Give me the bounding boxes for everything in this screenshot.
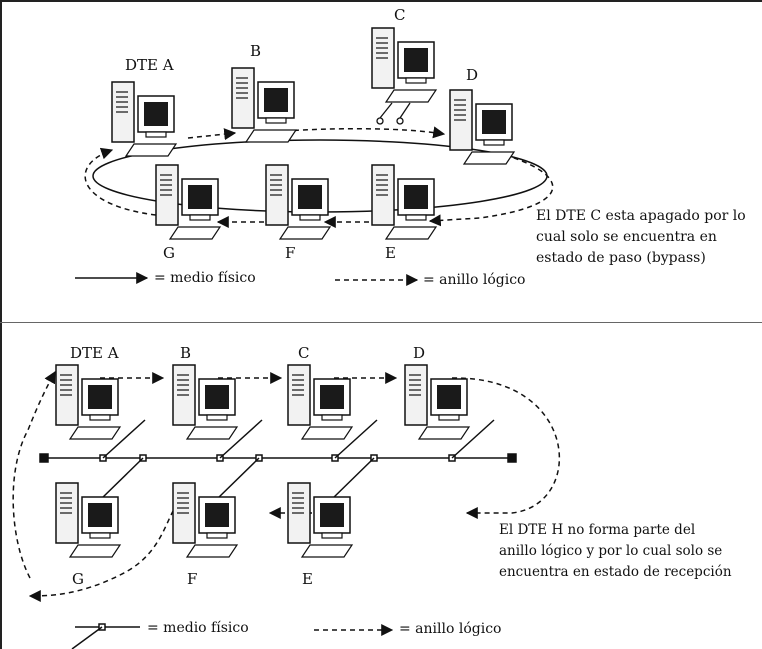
frame-left-border <box>0 0 2 649</box>
bottom-physical-bus <box>39 419 517 501</box>
top-computer-a <box>111 81 177 157</box>
top-label-dte-a: DTE A <box>125 56 174 74</box>
bottom-computer-c <box>287 364 353 440</box>
bottom-label-g: G <box>72 570 84 588</box>
bottom-computer-f <box>172 482 238 558</box>
bottom-label-e: E <box>302 570 313 588</box>
top-label-d: D <box>466 66 479 84</box>
top-bypass-connector <box>376 102 411 125</box>
bottom-label-c: C <box>298 344 310 362</box>
top-label-c: C <box>394 6 406 24</box>
bottom-label-f: F <box>187 570 198 588</box>
bottom-label-d: D <box>413 344 426 362</box>
bottom-legend-physical-line <box>71 623 140 649</box>
top-legend-logical-label: = anillo lógico <box>423 272 526 288</box>
top-computer-g <box>155 164 221 240</box>
top-note-line: estado de paso (bypass) <box>536 250 706 266</box>
bottom-computer-e <box>287 482 353 558</box>
bottom-label-b: B <box>180 344 192 362</box>
bottom-note-line: encuentra en estado de recepción <box>499 564 732 580</box>
top-computer-d <box>449 89 515 165</box>
bottom-legend-logical-label: = anillo lógico <box>399 621 502 637</box>
bottom-computer-b <box>172 364 238 440</box>
top-computer-b <box>231 67 297 143</box>
top-computer-c <box>371 27 437 103</box>
bottom-note-line: anillo lógico y por lo cual solo se <box>499 543 723 559</box>
bottom-computer-a <box>55 364 121 440</box>
top-computer-e <box>371 164 437 240</box>
top-computer-f <box>265 164 331 240</box>
top-note-line: El DTE C esta apagado por lo <box>536 208 746 224</box>
bottom-legend-physical-label: = medio físico <box>147 620 249 636</box>
top-label-g: G <box>163 244 175 262</box>
section-divider <box>0 322 762 323</box>
bottom-note: El DTE H no forma parte del anillo lógic… <box>499 520 759 583</box>
top-label-e: E <box>385 244 396 262</box>
top-label-b: B <box>250 42 262 60</box>
bottom-label-dte-a: DTE A <box>70 344 119 362</box>
top-legend-physical-label: = medio físico <box>154 270 256 286</box>
frame-top-border <box>0 0 762 2</box>
top-label-f: F <box>285 244 296 262</box>
bottom-note-line: El DTE H no forma parte del <box>499 522 696 538</box>
top-note-line: cual solo se encuentra en <box>536 229 717 245</box>
bottom-computer-g <box>55 482 121 558</box>
bottom-computer-d <box>404 364 470 440</box>
top-note: El DTE C esta apagado por lo cual solo s… <box>536 206 758 269</box>
top-logical-ring <box>84 126 554 228</box>
